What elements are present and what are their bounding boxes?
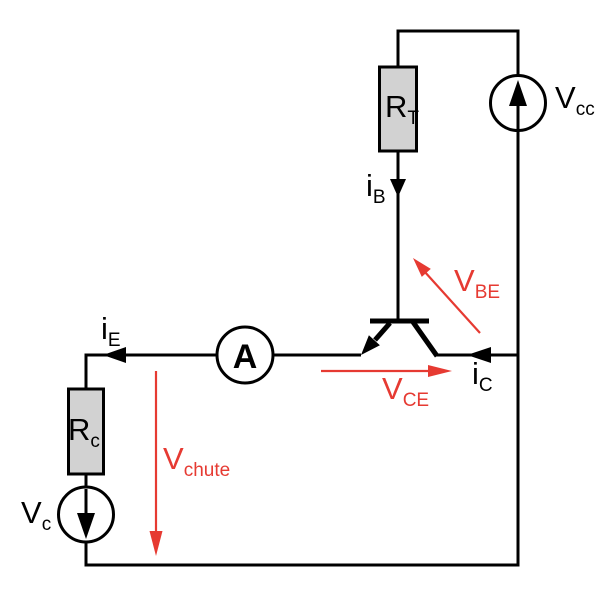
ib-arrowhead-icon [390, 179, 406, 197]
rt-resistor [378, 65, 418, 153]
vc-down-arrowhead-icon [77, 513, 95, 539]
vchute-label: Vchute [163, 441, 230, 481]
rc-resistor [67, 387, 105, 476]
ammeter-label: A [233, 338, 258, 376]
transistor-emitter-lead [373, 321, 392, 342]
ib-label: iB [366, 168, 386, 208]
vbe-arrow-shaft [423, 270, 481, 334]
ic-arrowhead-icon [467, 347, 491, 363]
vbe-arrowhead-icon [413, 258, 431, 277]
transistor-collector-lead [410, 320, 440, 358]
vcc-up-arrowhead-icon [509, 80, 527, 106]
ic-label: iC [472, 356, 493, 396]
wire-right-bottom [84, 131, 520, 567]
vbe-label: VBE [454, 263, 500, 303]
wire-top-loop [396, 29, 520, 76]
vce-label: VCE [382, 371, 429, 411]
vchute-arrowhead-icon [149, 531, 163, 556]
rc-label: Rc [68, 412, 100, 452]
ammeter-circle [215, 325, 275, 385]
ie-arrowhead-icon [103, 347, 126, 363]
ie-label: iE [101, 311, 121, 351]
vcc-label: Vcc [555, 80, 595, 120]
vce-arrowhead-icon [428, 365, 452, 377]
rt-label: RT [385, 89, 419, 129]
vc-label: Vc [21, 495, 51, 535]
transistor-emitter-arrowhead-icon [361, 335, 380, 355]
